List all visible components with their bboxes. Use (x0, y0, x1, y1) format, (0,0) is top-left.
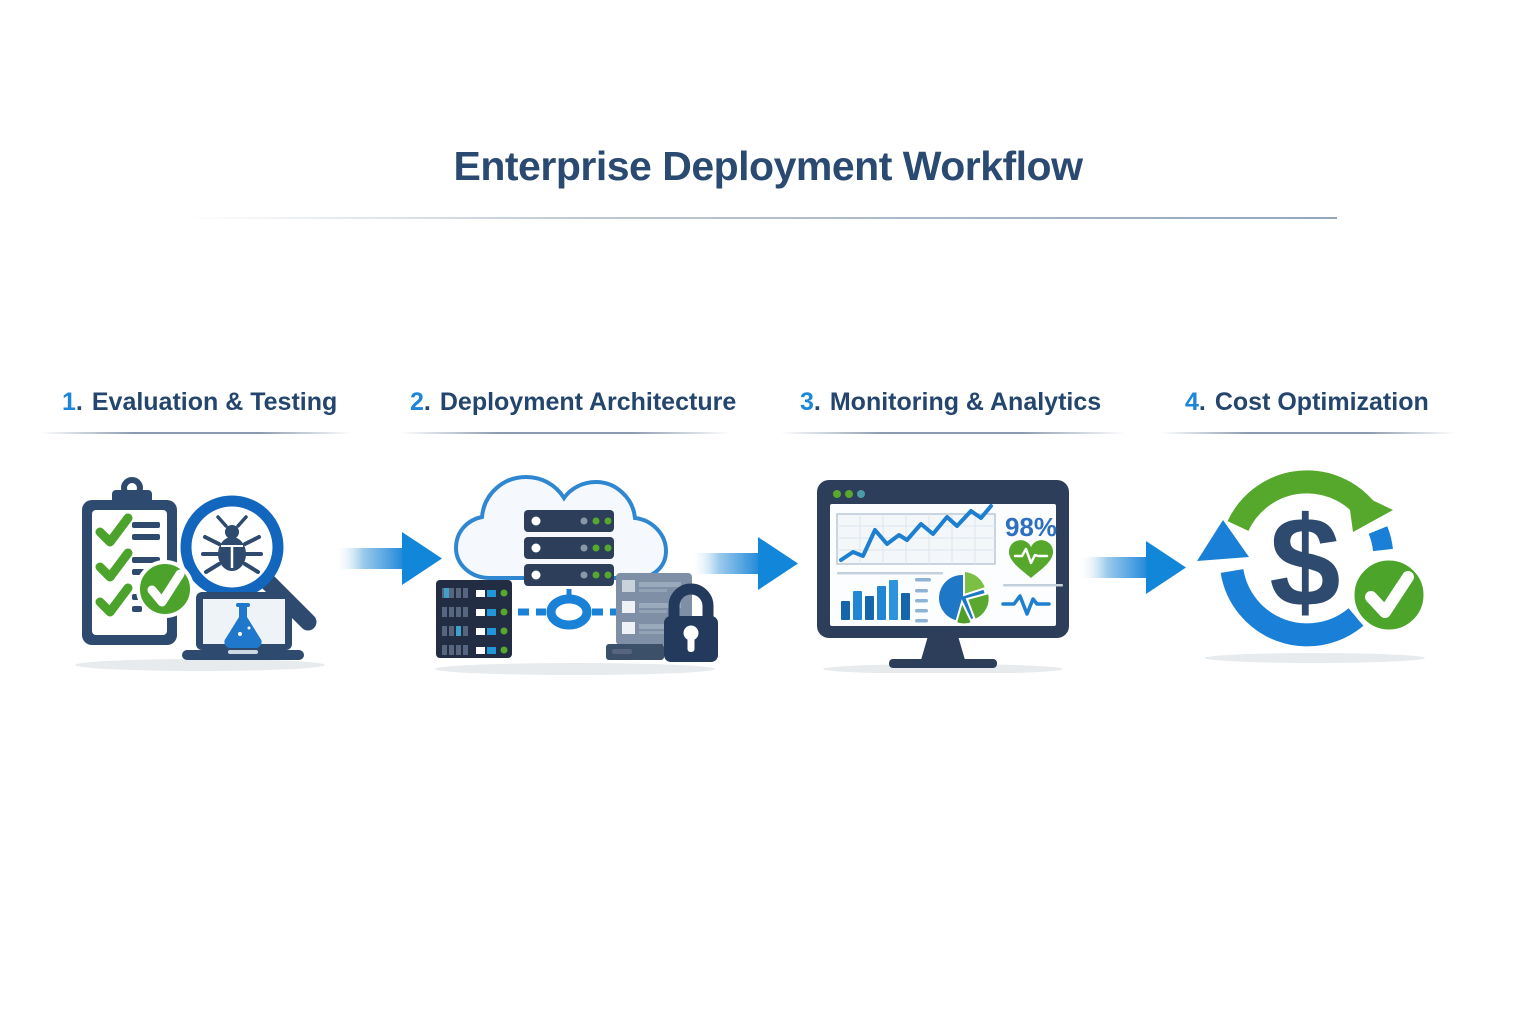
dollar-icon: $ (1269, 491, 1340, 634)
flow-arrow-3 (1078, 541, 1186, 594)
cloud-servers-icon (453, 474, 669, 586)
bar-chart-icon (837, 572, 943, 620)
monitoring-analytics-illustration: 98% (817, 480, 1069, 673)
step-2-label: Deployment Architecture (439, 388, 737, 416)
step-4-header: 4.Cost Optimization (1185, 388, 1429, 416)
step-4-number: 4 (1185, 388, 1199, 416)
step-2-underline (400, 432, 730, 434)
line-chart-icon (836, 504, 996, 565)
step-4-underline (1160, 432, 1456, 434)
page-title: Enterprise Deployment Workflow (453, 143, 1083, 189)
evaluation-testing-illustration (75, 477, 325, 671)
step-3-number: 3 (800, 388, 814, 416)
step-1-label: Evaluation & Testing (91, 388, 338, 416)
dollar-cycle-icon: $ (1197, 470, 1393, 647)
flow-arrow-2 (690, 537, 798, 590)
step-1-underline (40, 432, 352, 434)
padlock-icon (664, 583, 718, 662)
laptop-flask-icon (182, 592, 304, 660)
step-4-label: Cost Optimization (1214, 388, 1429, 416)
step-3-label: Monitoring & Analytics (829, 388, 1102, 416)
step-1-header: 1.Evaluation & Testing (62, 388, 338, 416)
server-rack-left-icon (436, 580, 512, 658)
shadow (823, 664, 1063, 673)
cost-optimization-illustration: $ (1197, 470, 1429, 663)
title-divider (185, 217, 1337, 219)
shadow (1205, 653, 1425, 663)
shadow (435, 663, 715, 675)
network-node-icon (518, 589, 620, 630)
step-2-number: 2 (410, 388, 424, 416)
step-3-header: 3.Monitoring & Analytics (800, 388, 1102, 416)
list-lines-icon (915, 578, 931, 623)
check-circle-icon (136, 560, 194, 618)
flow-arrow-1 (334, 532, 442, 585)
heart-pulse-icon (1008, 540, 1054, 578)
check-circle-icon (1349, 555, 1429, 635)
pulse-line-icon (1001, 584, 1063, 616)
step-1-number: 1 (62, 388, 76, 416)
shadow (75, 659, 325, 671)
step-3-underline (780, 432, 1125, 434)
pie-chart-icon (939, 569, 991, 626)
step-2-header: 2.Deployment Architecture (410, 388, 737, 416)
uptime-percentage: 98% (1005, 512, 1057, 542)
deployment-architecture-illustration (435, 474, 718, 675)
